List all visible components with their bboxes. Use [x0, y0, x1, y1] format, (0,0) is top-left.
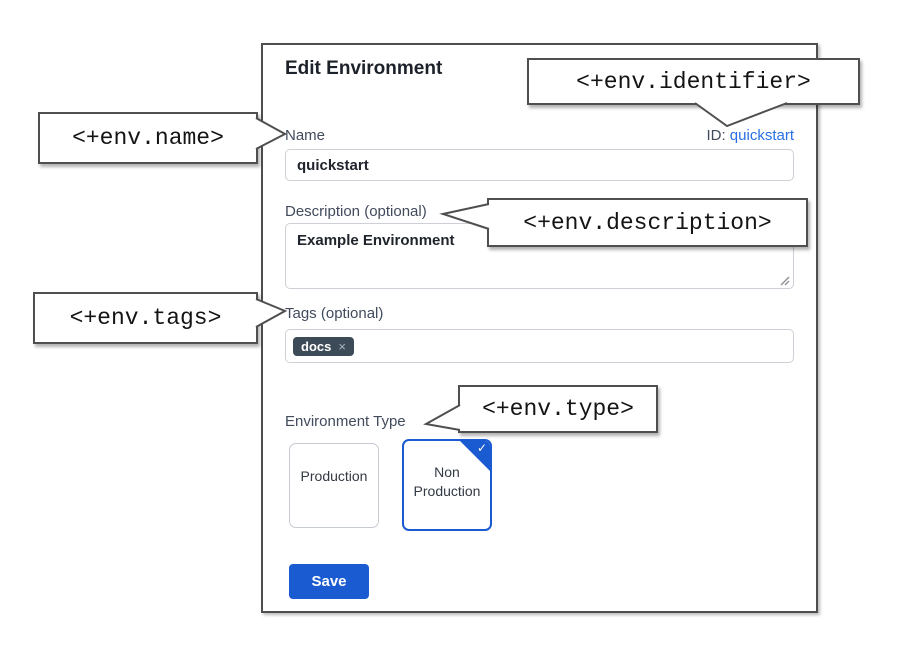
save-button[interactable]: Save: [289, 564, 369, 599]
tag-chip-label: docs: [301, 338, 332, 354]
tag-chip: docs ×: [293, 336, 354, 356]
tag-remove-icon[interactable]: ×: [338, 338, 346, 354]
selected-check-icon: ✓: [476, 441, 487, 455]
callout-tags: <+env.tags>: [33, 292, 258, 344]
name-input[interactable]: [285, 149, 794, 181]
environment-type-label: Environment Type: [285, 413, 406, 430]
card-production[interactable]: Production: [289, 443, 379, 528]
tags-input[interactable]: docs ×: [285, 329, 794, 363]
callout-type: <+env.type>: [458, 385, 658, 433]
edit-environment-dialog: Edit Environment Name ID: quickstart Des…: [261, 43, 818, 613]
callout-identifier: <+env.identifier>: [527, 58, 860, 105]
callout-name: <+env.name>: [38, 112, 258, 164]
dialog-title: Edit Environment: [285, 58, 443, 79]
id-value-link[interactable]: quickstart: [729, 127, 794, 144]
id-prefix-label: ID:: [706, 127, 726, 144]
selected-corner-badge: [460, 441, 490, 471]
callout-description: <+env.description>: [487, 198, 808, 247]
identifier-display: ID: quickstart: [706, 127, 794, 144]
card-non-production[interactable]: Non Production ✓: [402, 439, 492, 531]
resize-handle-icon[interactable]: [779, 275, 790, 286]
name-row: Name ID: quickstart: [285, 127, 794, 144]
description-label: Description (optional): [285, 203, 427, 220]
name-label: Name: [285, 127, 326, 144]
tags-label: Tags (optional): [285, 305, 384, 322]
card-production-label: Production: [300, 468, 368, 484]
card-non-production-label: Non Production: [413, 464, 481, 499]
